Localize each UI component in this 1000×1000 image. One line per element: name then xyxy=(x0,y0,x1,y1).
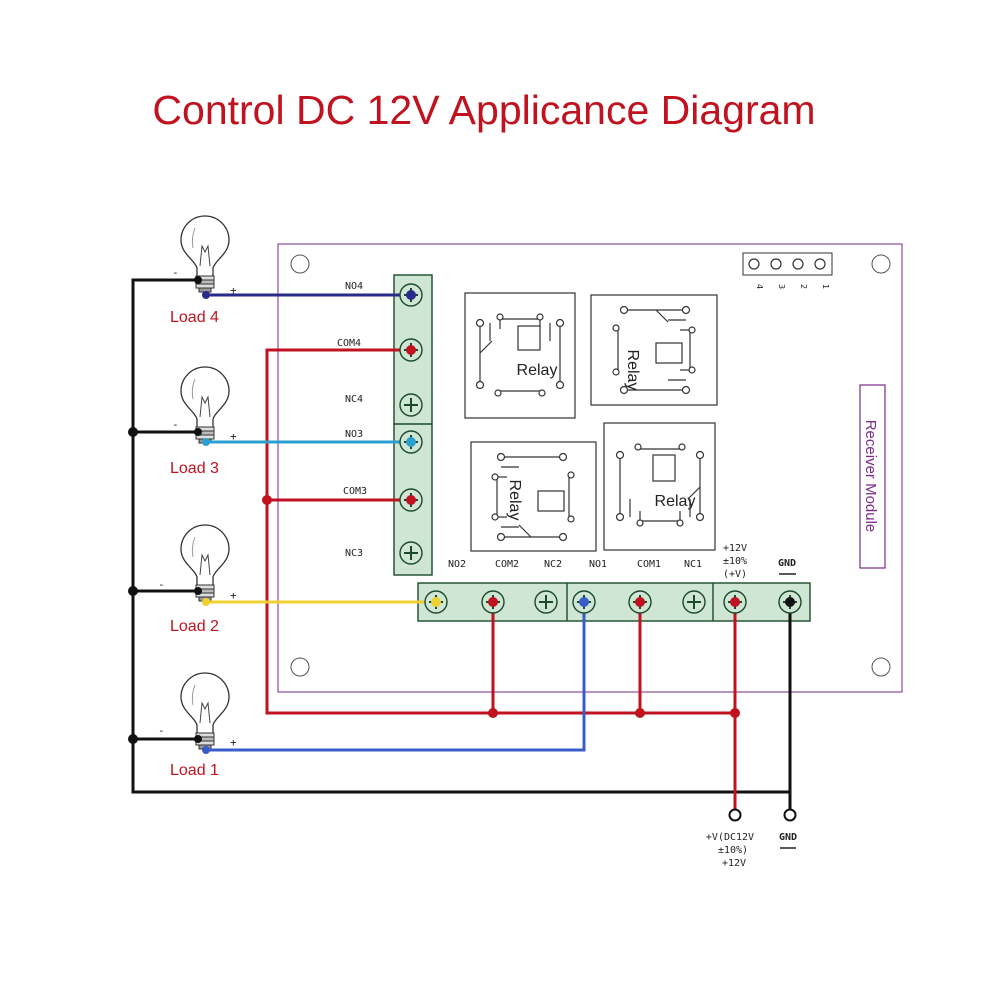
terminal-label-no3: NO3 xyxy=(345,429,363,440)
power-label-line3: (+V) xyxy=(723,569,747,580)
load-minus-sign: - xyxy=(158,578,165,591)
terminal-label-nc4: NC4 xyxy=(345,394,363,405)
header-connector xyxy=(742,252,833,276)
load-label: Load 4 xyxy=(170,309,219,326)
supply-label-line1: +V(DC12V xyxy=(706,832,754,843)
supply-positive-terminal xyxy=(728,808,742,822)
module-label: Receiver Module xyxy=(862,420,879,533)
supply-ground-terminal xyxy=(783,808,797,822)
terminal-screw xyxy=(534,590,558,614)
terminal-label-nc3: NC3 xyxy=(345,548,363,559)
terminal-screw xyxy=(399,541,423,565)
load-minus-sign: - xyxy=(172,266,179,279)
load-minus-sign: - xyxy=(172,418,179,431)
terminal-screw xyxy=(399,393,423,417)
mount-hole xyxy=(871,254,891,274)
relay-label: Relay xyxy=(506,480,523,521)
terminal-block-vertical xyxy=(393,274,433,576)
terminal-label-nc1: NC1 xyxy=(684,559,702,570)
load-plus-sign: + xyxy=(230,589,237,602)
terminal-screw xyxy=(682,590,706,614)
terminal-label-com1: COM1 xyxy=(637,559,661,570)
terminal-block-horizontal xyxy=(417,582,811,622)
relay-4: Relay xyxy=(603,422,716,551)
load-plus-sign: + xyxy=(230,284,237,297)
load-label: Load 3 xyxy=(170,460,219,477)
load-label: Load 2 xyxy=(170,618,219,635)
wire-load1 xyxy=(204,600,586,752)
mount-hole xyxy=(290,254,310,274)
relay-1: Relay xyxy=(464,292,576,419)
relay-2: Relay xyxy=(590,294,718,406)
diagram-title: Control DC 12V Applicance Diagram xyxy=(152,87,815,133)
terminal-label-nc2: NC2 xyxy=(544,559,562,570)
header-pin-label: 4 xyxy=(755,284,764,289)
relay-label: Relay xyxy=(655,493,696,510)
load-minus-sign: - xyxy=(158,724,165,737)
header-pin-label: 3 xyxy=(777,284,786,289)
power-label-line1: +12V xyxy=(723,543,747,554)
supply-label-line3: +12V xyxy=(722,858,746,869)
relay-label: Relay xyxy=(624,350,641,391)
mount-hole xyxy=(290,657,310,677)
module-label-box xyxy=(859,384,886,569)
relay-label: Relay xyxy=(517,362,558,379)
wire-ground xyxy=(131,278,792,810)
terminal-label-no4: NO4 xyxy=(345,281,363,292)
terminal-label-com2: COM2 xyxy=(495,559,519,570)
terminal-label-com4: COM4 xyxy=(337,338,361,349)
wire-junction-dots xyxy=(128,276,795,754)
relay-3: Relay xyxy=(470,441,597,552)
load-plus-sign: + xyxy=(230,736,237,749)
header-pin-label: 1 xyxy=(821,284,830,289)
header-pin-label: 2 xyxy=(799,284,808,289)
load-label: Load 1 xyxy=(170,762,219,779)
mount-hole xyxy=(871,657,891,677)
terminal-label-no1: NO1 xyxy=(589,559,607,570)
terminal-label-com3: COM3 xyxy=(343,486,367,497)
wire-positive xyxy=(265,348,737,810)
supply-gnd-label: GND xyxy=(779,832,797,843)
terminal-label-no2: NO2 xyxy=(448,559,466,570)
supply-label-line2: ±10%) xyxy=(718,845,748,856)
gnd-label: GND xyxy=(778,558,796,569)
power-label-line2: ±10% xyxy=(723,556,747,567)
load-plus-sign: + xyxy=(230,430,237,443)
